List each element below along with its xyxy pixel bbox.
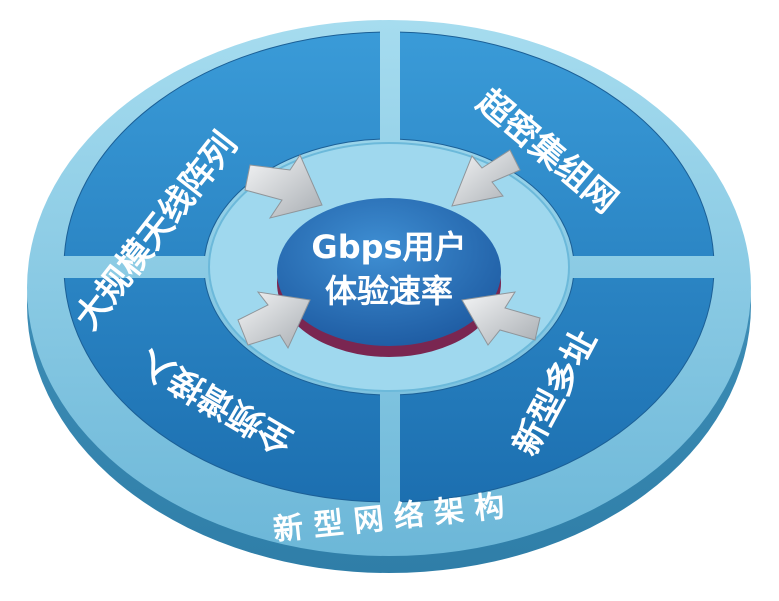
arrow-bottom-right-icon [461, 291, 541, 346]
quadrant-top-right-panel [400, 31, 715, 256]
arrow-bottom-left-icon [237, 291, 311, 350]
quadrant-bottom-left-panel [63, 278, 380, 503]
arrow-top-right-icon [451, 149, 521, 207]
center-disc [277, 198, 501, 346]
arrows [237, 149, 541, 350]
quadrant-bottom-right-panel [400, 278, 715, 503]
arrow-top-left-icon [244, 153, 323, 219]
center-label-line1: Gbps用户 [311, 228, 466, 266]
quadrant-top-left-panel [63, 31, 380, 256]
center-label-line2: 体验速率 [325, 272, 453, 310]
quadrant-panels [63, 31, 715, 503]
